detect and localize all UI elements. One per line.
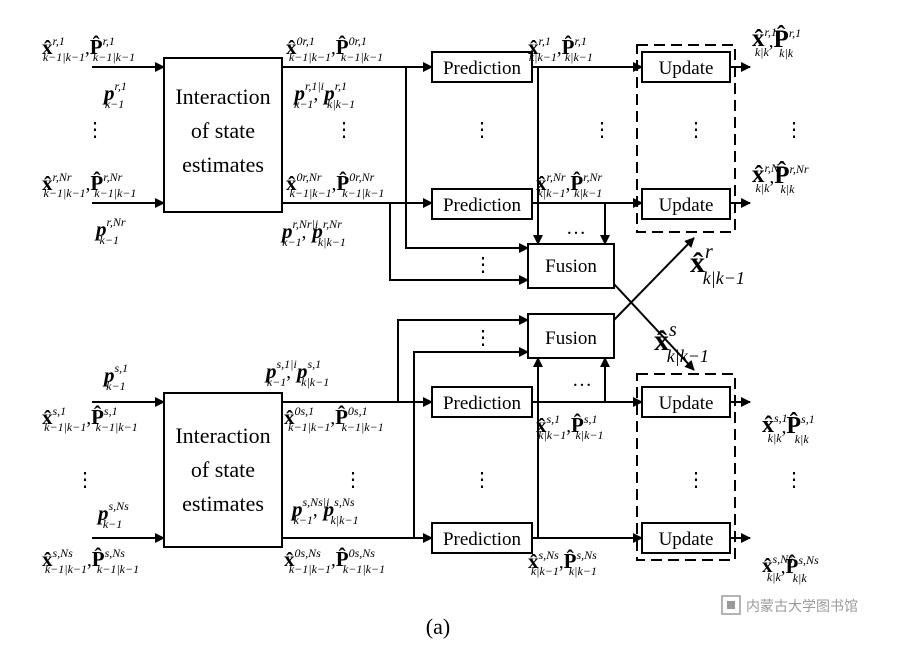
vellipsis: ⋮ xyxy=(686,119,706,141)
prediction-block-r1: Prediction xyxy=(431,51,533,83)
fusion-label: Fusion xyxy=(545,328,597,349)
fused-r-to-update-arrow xyxy=(613,237,695,321)
update-label: Update xyxy=(659,393,714,414)
vellipsis: ⋮ xyxy=(343,469,363,491)
vellipsis: ⋮ xyxy=(686,469,706,491)
update-label: Update xyxy=(659,529,714,550)
interaction-block-s: Interaction of state estimates xyxy=(163,392,283,548)
figure-caption: (a) xyxy=(426,614,450,639)
vellipsis: ⋮ xyxy=(473,327,493,349)
connectors-r xyxy=(92,62,751,285)
interaction-block-r: Interaction of state estimates xyxy=(163,57,283,213)
interaction-label-line1: Interaction xyxy=(175,84,270,109)
interaction-label-line2: of state xyxy=(191,457,255,482)
update-group-s-dashed xyxy=(636,373,736,561)
interaction-label-line1: Interaction xyxy=(175,423,270,448)
library-logo-icon xyxy=(721,595,741,615)
fusion-block-r: Fusion xyxy=(527,243,615,289)
prediction-label: Prediction xyxy=(443,195,522,216)
connectors-s xyxy=(92,315,751,543)
fusion-block-s: Fusion xyxy=(527,313,615,359)
vellipsis: ⋮ xyxy=(592,119,612,141)
update-group-r-dashed xyxy=(636,44,736,233)
interaction-label-line2: of state xyxy=(191,118,255,143)
update-label: Update xyxy=(659,58,714,79)
ellipses: ⋮ ⋮ ⋮ ⋮ ⋮ ⋮ ⋮ ⋮ … … ⋮ ⋮ ⋮ ⋮ ⋮ xyxy=(75,119,804,491)
prediction-label: Prediction xyxy=(443,529,522,550)
vellipsis: ⋮ xyxy=(472,469,492,491)
vellipsis: ⋮ xyxy=(334,119,354,141)
interaction-label-line3: estimates xyxy=(182,152,264,177)
vellipsis: ⋮ xyxy=(784,469,804,491)
vellipsis: ⋮ xyxy=(784,119,804,141)
watermark-text: 内蒙古大学图书馆 xyxy=(746,599,858,615)
vellipsis: ⋮ xyxy=(473,254,493,276)
prediction-block-s1: Prediction xyxy=(431,386,533,418)
update-block-rn: Update xyxy=(641,188,731,220)
library-logo-mark xyxy=(727,601,735,609)
hellipsis: … xyxy=(572,369,592,391)
prediction-block-rn: Prediction xyxy=(431,188,533,220)
update-block-sn: Update xyxy=(641,522,731,554)
prediction-label: Prediction xyxy=(443,58,522,79)
update-block-r1: Update xyxy=(641,51,731,83)
prediction-block-sn: Prediction xyxy=(431,522,533,554)
vellipsis: ⋮ xyxy=(75,469,95,491)
update-block-s1: Update xyxy=(641,386,731,418)
vellipsis: ⋮ xyxy=(85,119,105,141)
fusion-label: Fusion xyxy=(545,256,597,277)
fused-s-to-update-arrow xyxy=(613,283,695,371)
prediction-label: Prediction xyxy=(443,393,522,414)
vellipsis: ⋮ xyxy=(472,119,492,141)
watermark: 内蒙古大学图书馆 xyxy=(721,595,858,615)
hellipsis: … xyxy=(566,217,586,239)
interaction-label-line3: estimates xyxy=(182,491,264,516)
update-label: Update xyxy=(659,195,714,216)
